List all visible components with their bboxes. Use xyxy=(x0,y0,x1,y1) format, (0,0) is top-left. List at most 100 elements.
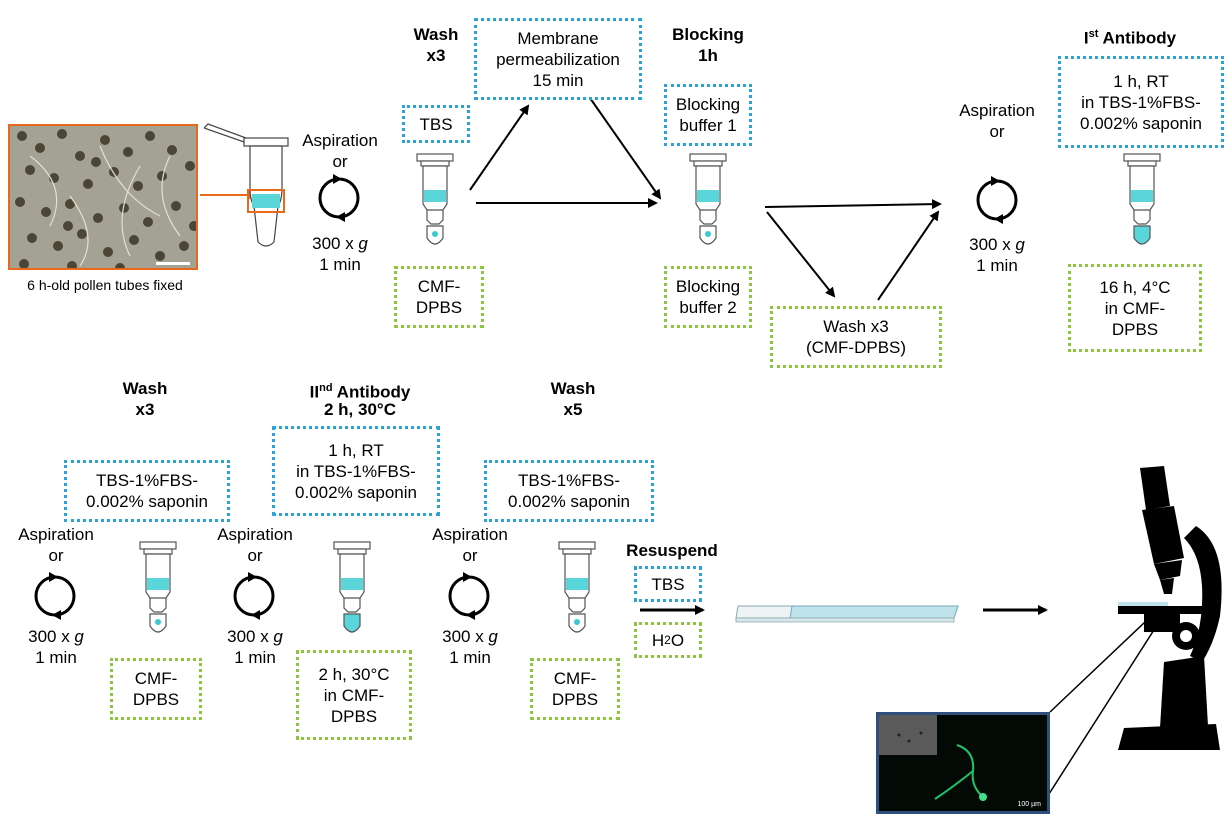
arrow-perm-to-blocking xyxy=(589,97,662,200)
centrifuge-cycle-icon xyxy=(448,572,490,620)
wash3-top1: TBS-1%FBS- xyxy=(517,471,621,490)
blocking1-line1: Blocking xyxy=(675,95,741,114)
wash2-tbs-box: TBS-1%FBS- 0.002% saponin xyxy=(64,460,230,522)
wash2-top2: 0.002% saponin xyxy=(86,492,208,511)
centrifuge-cycle-icon xyxy=(318,174,360,222)
primary-cmf-box: 16 h, 4°C in CMF- DPBS xyxy=(1068,264,1202,352)
spin1-time: 1 min xyxy=(319,255,361,274)
primary-antibody-title: Ist Antibody xyxy=(1050,24,1210,49)
wash3-title-1: Wash xyxy=(550,379,596,398)
wash1-tbs-box: TBS xyxy=(402,105,470,143)
wash3-bottom2: DPBS xyxy=(551,690,599,709)
spin1-speed-value: 300 x xyxy=(312,234,359,253)
tube-icon xyxy=(139,541,177,633)
blocking-title-2: 1h xyxy=(698,46,718,65)
wash1-title-1: Wash xyxy=(413,25,459,44)
sample-caption: 6 h-old pollen tubes fixed xyxy=(27,277,183,293)
secondary-bottom3: DPBS xyxy=(330,706,378,726)
primary-title-pre: I xyxy=(1083,28,1089,48)
micrograph-image xyxy=(879,715,1047,811)
wash1-cmf-line2: DPBS xyxy=(415,298,463,317)
wash3-bottom1: CMF- xyxy=(553,669,597,688)
spin2-speed-value: 300 x xyxy=(969,235,1016,254)
wash3-tbs-box: TBS-1%FBS- 0.002% saponin xyxy=(484,460,654,522)
wash1-cmf-line1: CMF- xyxy=(417,277,461,296)
primary-title-sup: st xyxy=(1088,28,1099,40)
tube-icon xyxy=(1123,153,1161,245)
spin1-speed: 300 x g xyxy=(290,233,390,254)
spinA-speed-value: 300 x xyxy=(28,627,75,646)
tube-icon xyxy=(204,123,289,247)
primary-bottom1: 16 h, 4°C xyxy=(1099,277,1171,297)
fluorescence-micrograph: 100 µm xyxy=(876,712,1050,814)
spinB-g: g xyxy=(273,627,283,646)
arrow-to-perm xyxy=(469,104,530,191)
arrow-blocking-to-spin xyxy=(764,199,942,210)
perm-line1: Membrane xyxy=(517,28,599,48)
wash3-cmf-box: CMF- DPBS xyxy=(530,658,620,720)
spin2-g: g xyxy=(1015,235,1025,254)
secondary-top2: in TBS-1%FBS- xyxy=(296,461,416,481)
tube-icon xyxy=(416,153,454,245)
spin1-aspiration: Aspiration xyxy=(302,131,378,150)
spinA-g: g xyxy=(74,627,84,646)
secondary-antibody-time: 2 h, 30°C xyxy=(324,400,396,419)
blocking1-line2: buffer 1 xyxy=(679,116,737,135)
spin1-or: or xyxy=(332,152,348,171)
primary-bottom2: in CMF- xyxy=(1104,298,1166,318)
spinA-time: 1 min xyxy=(35,648,77,667)
spin2-time: 1 min xyxy=(976,256,1018,275)
blocking2-line1: Blocking xyxy=(675,277,741,296)
secondary-bottom1: 2 h, 30°C xyxy=(318,664,390,684)
scale-bar-label: 100 µm xyxy=(1017,801,1042,808)
primary-tbs-box: 1 h, RT in TBS-1%FBS- 0.002% saponin xyxy=(1058,56,1224,148)
wash1-cmf-box: CMF- DPBS xyxy=(394,266,484,328)
resuspend-title: Resuspend xyxy=(626,541,718,560)
centrifuge-cycle-icon xyxy=(976,176,1018,224)
primary-top1: 1 h, RT xyxy=(1113,71,1169,91)
pollen-tube-photo xyxy=(8,124,198,270)
wash2-title-1: Wash xyxy=(122,379,168,398)
h2o-sub: 2 xyxy=(664,632,671,647)
perm-line2: permeabilization xyxy=(496,49,620,69)
secondary-title-sup: nd xyxy=(319,382,333,394)
wash-cmf-line1: Wash x3 xyxy=(823,317,889,336)
permeabilization-box: Membrane permeabilization 15 min xyxy=(474,18,642,100)
wash2-bottom1: CMF- xyxy=(134,669,178,688)
centrifuge-cycle-icon xyxy=(233,572,275,620)
h2o-post: O xyxy=(670,630,685,650)
wash-cmf-dpbs-box: Wash x3 (CMF-DPBS) xyxy=(770,306,942,368)
spin2-or: or xyxy=(989,122,1005,141)
secondary-cmf-box: 2 h, 30°C in CMF- DPBS xyxy=(296,650,412,740)
primary-bottom3: DPBS xyxy=(1111,319,1159,339)
pollen-photo-image xyxy=(10,126,196,268)
arrow-wash-to-spin xyxy=(877,210,940,301)
primary-top3: 0.002% saponin xyxy=(1080,113,1202,133)
h2o-pre: H xyxy=(651,630,665,650)
spinC-speed: 300 x g xyxy=(420,626,520,647)
secondary-top1: 1 h, RT xyxy=(328,440,384,460)
spinC-g: g xyxy=(488,627,498,646)
spin2-speed: 300 x g xyxy=(947,234,1047,255)
blocking-buffer1-box: Blocking buffer 1 xyxy=(664,84,752,146)
secondary-title-pre: II xyxy=(309,382,320,402)
tube-icon xyxy=(333,541,371,633)
centrifuge-cycle-icon xyxy=(34,572,76,620)
wash-cmf-line2: (CMF-DPBS) xyxy=(805,338,907,357)
slide-icon xyxy=(735,605,959,623)
spinA-aspiration: Aspiration xyxy=(18,525,94,544)
spinB-speed-value: 300 x xyxy=(227,627,274,646)
secondary-antibody-title: IInd Antibody xyxy=(280,378,440,403)
spinC-or: or xyxy=(462,546,478,565)
wash3-top2: 0.002% saponin xyxy=(508,492,630,511)
blocking2-line2: buffer 2 xyxy=(679,298,737,317)
spinA-speed: 300 x g xyxy=(6,626,106,647)
spin2-aspiration: Aspiration xyxy=(959,101,1035,120)
secondary-tbs-box: 1 h, RT in TBS-1%FBS- 0.002% saponin xyxy=(272,426,440,516)
microscope-icon xyxy=(1118,466,1222,750)
tube-icon xyxy=(558,541,596,633)
wash2-title-2: x3 xyxy=(135,400,155,419)
spin1-g: g xyxy=(358,234,368,253)
blocking-title-1: Blocking xyxy=(672,25,744,44)
